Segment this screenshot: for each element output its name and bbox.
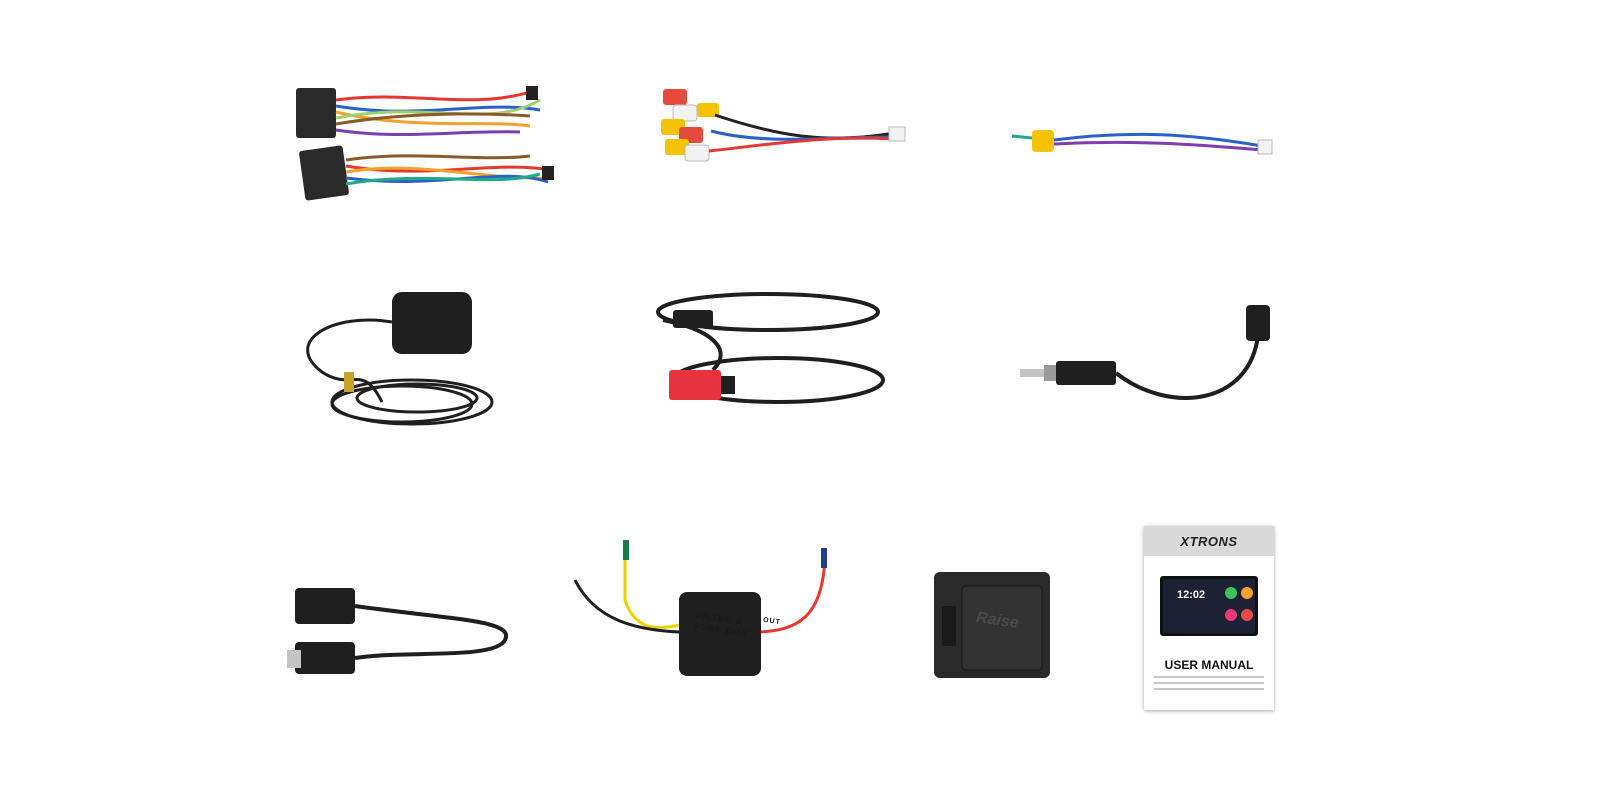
- manual-cover-screen: 12:02: [1160, 576, 1258, 636]
- radio-antenna-adapter-graphic: [1020, 305, 1270, 400]
- filter-fuse-box-graphic: [573, 540, 827, 676]
- canbus-decoder-box-graphic: [934, 572, 1050, 678]
- manual-screen-clock: 12:02: [1177, 589, 1206, 601]
- manual-header: XTRONS: [1144, 526, 1274, 556]
- rca-av-harness-graphic: [661, 89, 906, 162]
- usb-extension-harness-graphic: [656, 292, 885, 404]
- manual-title: USER MANUAL: [1164, 658, 1254, 672]
- app-icon: [1225, 587, 1237, 599]
- app-icon: [1225, 609, 1237, 621]
- manual-brand-logo: XTRONS: [1180, 533, 1238, 549]
- gps-antenna: [292, 292, 497, 437]
- canbus-decoder-box: Raise: [934, 572, 1052, 680]
- camera-input-cable: [1011, 120, 1282, 165]
- radio-antenna-adapter: [1020, 305, 1285, 415]
- user-manual: XTRONS 12:02 USER MANUAL: [1144, 526, 1274, 710]
- manual-body-text: [1154, 676, 1264, 694]
- filter-fuse-box: FILTER & FUSE BOX OUT: [573, 540, 845, 680]
- app-icon: [1241, 587, 1253, 599]
- usb-extension-harness: [653, 290, 888, 420]
- usb-extension-cable: [287, 580, 515, 685]
- gps-antenna-graphic: [306, 292, 494, 426]
- camera-input-cable-graphic: [1011, 130, 1273, 155]
- iso-power-harness: [290, 70, 560, 205]
- rca-av-harness: [655, 75, 910, 185]
- iso-power-harness-graphic: [296, 86, 554, 201]
- app-icon: [1241, 609, 1253, 621]
- usb-extension-cable-graphic: [287, 588, 509, 674]
- fuse-box-out-tag: OUT: [762, 616, 782, 627]
